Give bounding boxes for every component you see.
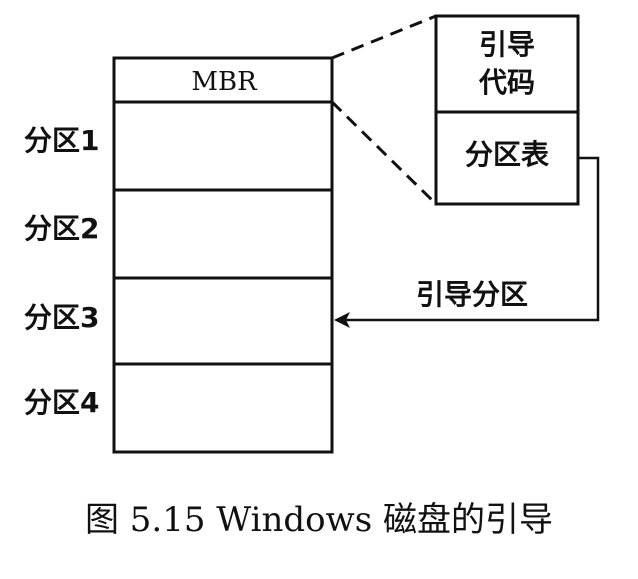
boot-code-line-1: 引导 xyxy=(479,28,535,61)
mbr-label: MBR xyxy=(191,67,258,97)
boot-code-line-2: 代码 xyxy=(478,66,535,99)
dashed-connectors xyxy=(330,14,438,206)
partition-label-3: 分区3 xyxy=(24,301,99,334)
partition-label-4: 分区4 xyxy=(24,386,99,419)
boot-partition-arrowhead xyxy=(334,312,350,328)
figure-caption: 图 5.15 Windows 磁盘的引导 xyxy=(84,500,554,540)
boot-partition-arrow-path xyxy=(344,156,600,322)
partition-label-2: 分区2 xyxy=(24,212,99,245)
mbr-detail-box xyxy=(434,14,580,206)
disk-stack xyxy=(112,56,334,454)
partition-1-block xyxy=(112,100,334,192)
partition-2-block xyxy=(112,188,334,280)
dashed-connector-top xyxy=(331,14,437,60)
boot-partition-label: 引导分区 xyxy=(416,278,528,311)
partition-4-block xyxy=(112,362,334,454)
mbr-detail-outline xyxy=(434,14,580,206)
dashed-connector-bottom xyxy=(330,100,438,206)
partition-label-1: 分区1 xyxy=(24,124,99,157)
partition-table-label: 分区表 xyxy=(465,138,549,171)
partition-3-block xyxy=(112,276,334,366)
